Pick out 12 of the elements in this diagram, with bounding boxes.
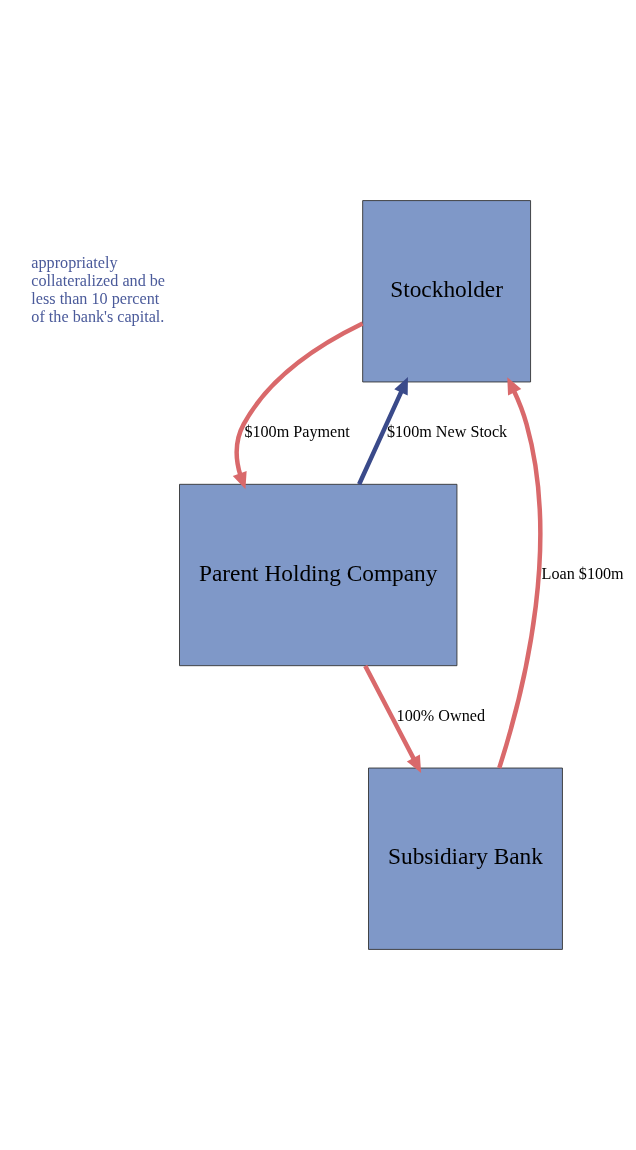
arrow <box>232 321 364 490</box>
node-box: Stockholder <box>362 200 532 383</box>
edge-label: $100m New Stock <box>386 423 508 441</box>
edge-label: 100% Owned <box>396 706 485 724</box>
edge-label: Loan $100m <box>541 564 624 582</box>
edge-label: $100m Payment <box>244 423 350 441</box>
arrow <box>497 377 543 769</box>
label: appropriately collateralized and be less than 10 percent of the bank's capital. <box>31 254 166 326</box>
arrow <box>357 377 408 486</box>
node-box: Parent Holding Company <box>179 483 458 667</box>
node-box: Subsidiary Bank <box>368 767 563 950</box>
arrow <box>363 664 422 773</box>
